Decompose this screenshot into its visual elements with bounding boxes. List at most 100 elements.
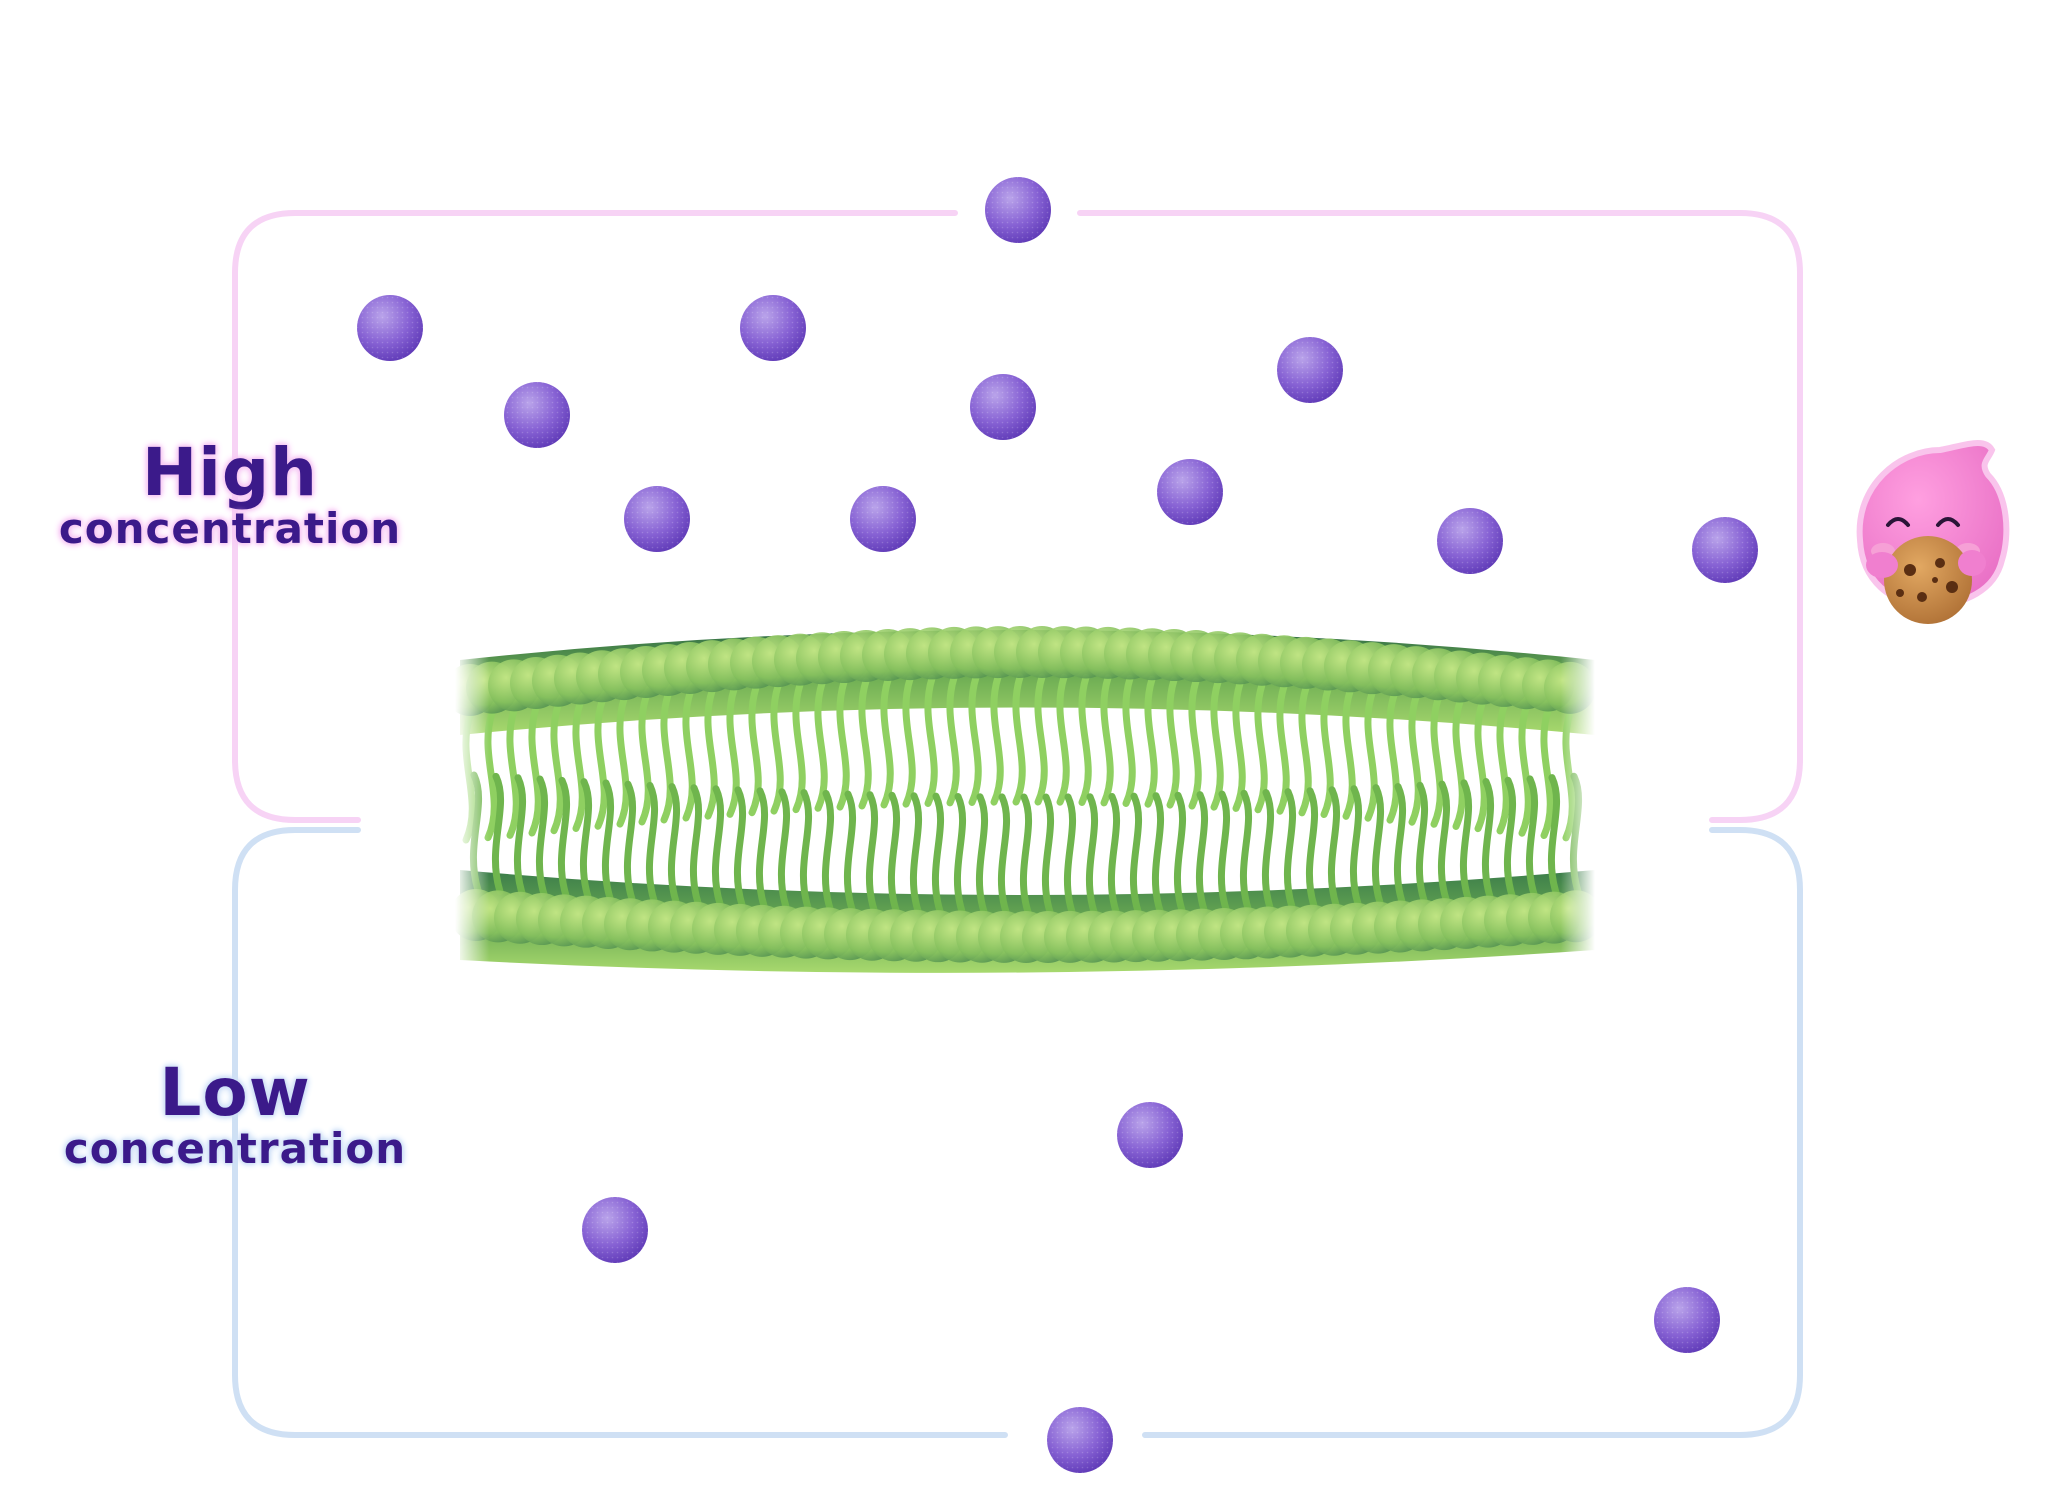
lipid-tail: [1430, 695, 1444, 828]
lipid-tail: [1056, 673, 1070, 806]
lipid-tail: [638, 693, 652, 826]
lipid-tail: [1195, 791, 1209, 914]
low-concentration-region-border-right: [1142, 827, 1803, 1438]
molecule-sphere-icon: [357, 295, 423, 361]
lipid-tail: [491, 772, 505, 895]
lipid-tail: [1298, 684, 1312, 817]
molecule-sphere-icon: [970, 374, 1036, 440]
lipid-tail: [711, 785, 725, 908]
lipid-tail: [1276, 682, 1290, 815]
high-concentration-label: High concentration: [50, 440, 410, 550]
lipid-tail: [865, 791, 879, 914]
lipid-tail: [748, 684, 762, 817]
lipid-tail: [909, 792, 923, 915]
lipid-tail: [1525, 775, 1539, 898]
lipid-tail: [1283, 788, 1297, 911]
molecules: [357, 177, 1758, 1473]
lipid-tail: [462, 711, 476, 844]
lipid-tail: [1151, 792, 1165, 915]
lipid-tail: [1393, 782, 1407, 905]
lipid-tail: [528, 704, 542, 837]
lipid-tail: [513, 774, 527, 897]
lipid-tail: [1217, 790, 1231, 913]
lipid-tail: [1415, 781, 1429, 904]
lipid-tail: [1012, 673, 1026, 806]
lipid-tail: [594, 697, 608, 830]
lipid-bilayer-icon: [444, 626, 1602, 973]
lipid-tail: [1386, 691, 1400, 824]
lipid-tail: [1122, 674, 1136, 807]
lipid-tail: [557, 776, 571, 899]
lipid-tail: [1085, 793, 1099, 916]
lipid-tail: [1481, 778, 1495, 901]
lipid-tail: [1474, 700, 1488, 833]
lipid-tail: [1437, 780, 1451, 903]
molecule-sphere-icon: [1437, 508, 1503, 574]
lipid-tail: [1349, 785, 1363, 908]
low-concentration-region-border: [232, 827, 1008, 1438]
lipid-tail: [1034, 673, 1048, 806]
molecule-sphere-icon: [504, 382, 570, 448]
lipid-tail: [770, 682, 784, 815]
pink-blob-eating-cookie-icon: [1856, 439, 2010, 624]
lipid-tail: [1540, 707, 1554, 840]
lipid-tail: [946, 674, 960, 807]
lipid-tail: [1107, 792, 1121, 915]
molecule-sphere-icon: [1654, 1287, 1720, 1353]
lipid-tail: [836, 678, 850, 811]
lipid-tail: [990, 673, 1004, 806]
lipid-tail: [1261, 789, 1275, 912]
low-concentration-label: Low concentration: [55, 1060, 415, 1170]
molecule-sphere-icon: [1117, 1102, 1183, 1168]
lipid-tail: [1188, 677, 1202, 810]
lipid-tail: [1503, 776, 1517, 899]
lipid-tail: [1166, 676, 1180, 809]
lipid-tail: [623, 780, 637, 903]
lipid-tail: [667, 783, 681, 906]
high-concentration-region-border: [232, 210, 958, 823]
lipid-tail: [660, 691, 674, 824]
lipid-tail: [792, 681, 806, 814]
lipid-tail: [1129, 792, 1143, 915]
lipid-tail: [579, 778, 593, 901]
low-label-subtitle: concentration: [63, 1124, 407, 1173]
lipid-tail: [572, 699, 586, 832]
lipid-head: [1550, 890, 1602, 943]
molecule-sphere-icon: [1157, 459, 1223, 525]
lipid-tail: [682, 689, 696, 822]
lipid-tail: [1173, 791, 1187, 914]
lipid-tail: [821, 789, 835, 912]
molecule-sphere-icon: [1047, 1407, 1113, 1473]
lipid-tail: [1320, 686, 1334, 819]
lipid-tail: [1041, 793, 1055, 916]
lipid-tail: [733, 786, 747, 909]
lipid-tail: [858, 677, 872, 810]
lipid-tail: [843, 790, 857, 913]
lipid-tail: [1562, 709, 1576, 842]
lipid-tail: [1327, 786, 1341, 909]
lipid-tail: [689, 784, 703, 907]
lipid-tail: [535, 775, 549, 898]
lipid-tail: [799, 789, 813, 912]
lipid-head: [1544, 661, 1596, 714]
molecule-sphere-icon: [850, 486, 916, 552]
lipid-tail: [902, 675, 916, 808]
lipid-tail: [1496, 702, 1510, 835]
lipid-tail: [968, 673, 982, 806]
lipid-tail: [1078, 673, 1092, 806]
high-label-subtitle: concentration: [58, 504, 402, 553]
high-label-title: High: [141, 434, 319, 511]
lipid-tail: [814, 679, 828, 812]
molecule-sphere-icon: [1277, 337, 1343, 403]
lipid-tail: [1342, 687, 1356, 820]
molecule-sphere-icon: [582, 1197, 648, 1263]
lipid-tail: [550, 702, 564, 835]
lipid-tail: [1100, 674, 1114, 807]
molecule-sphere-icon: [624, 486, 690, 552]
lipid-tail: [1371, 784, 1385, 907]
lipid-tail: [1144, 675, 1158, 808]
lipid-tail: [755, 787, 769, 910]
lipid-tail: [469, 771, 483, 894]
lipid-tail: [997, 793, 1011, 916]
